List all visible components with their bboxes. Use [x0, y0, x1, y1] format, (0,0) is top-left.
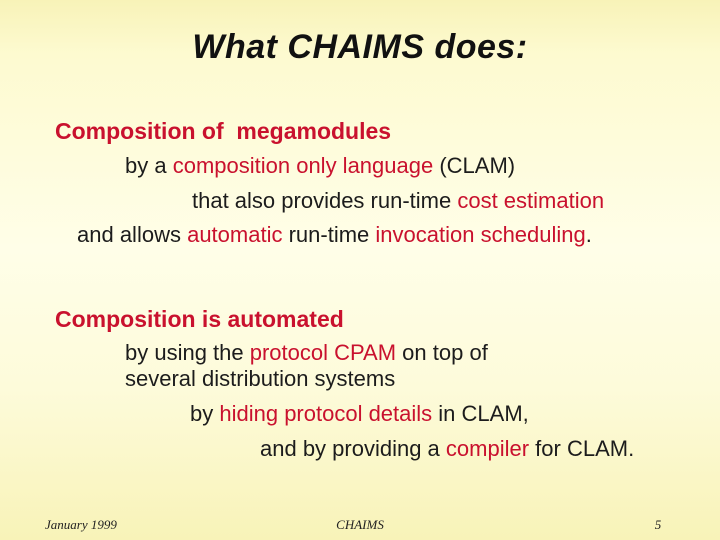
body-text-line: by a composition only language (CLAM)	[125, 154, 515, 178]
text-segment: several distribution systems	[125, 366, 396, 391]
body-heading-line: Composition is automated	[55, 307, 344, 331]
emphasis-text-segment: invocation scheduling	[375, 222, 586, 247]
text-segment: (CLAM)	[433, 153, 516, 178]
body-text-line: by hiding protocol details in CLAM,	[190, 402, 529, 426]
body-heading-line: Composition of megamodules	[55, 119, 391, 143]
footer-page-number: 5	[654, 517, 662, 532]
text-segment: in CLAM,	[432, 401, 529, 426]
text-segment: by	[190, 401, 220, 426]
text-segment: and allows	[77, 222, 188, 247]
text-segment: by using the	[125, 340, 250, 365]
body-text-line: and allows automatic run-time invocation…	[77, 223, 592, 247]
text-segment: and by providing a	[260, 436, 446, 461]
footer-title: CHAIMS	[336, 517, 384, 532]
emphasis-text-segment: protocol CPAM	[249, 340, 397, 365]
text-segment: by a	[125, 153, 173, 178]
emphasis-text-segment: composition only language	[172, 153, 434, 178]
text-segment: on top of	[396, 340, 488, 365]
footer-date: January 1999	[45, 517, 117, 532]
body-text-line: by using the protocol CPAM on top of	[125, 341, 488, 365]
emphasis-text-segment: automatic	[187, 222, 283, 247]
text-segment: that also provides run-time	[192, 188, 458, 213]
text-segment: .	[585, 222, 592, 247]
body-text-line: and by providing a compiler for CLAM.	[260, 437, 634, 461]
emphasis-text-segment: compiler	[445, 436, 530, 461]
body-text-line: several distribution systems	[125, 367, 395, 391]
emphasis-text-segment: Composition of megamodules	[55, 118, 392, 144]
emphasis-text-segment: Composition is automated	[55, 306, 344, 332]
text-segment: for CLAM.	[529, 436, 635, 461]
emphasis-text-segment: hiding protocol details	[219, 401, 433, 426]
body-text-line: that also provides run-time cost estimat…	[192, 189, 604, 213]
text-segment: run-time	[282, 222, 376, 247]
slide-title: What CHAIMS does:	[192, 28, 528, 66]
emphasis-text-segment: cost estimation	[457, 188, 605, 213]
